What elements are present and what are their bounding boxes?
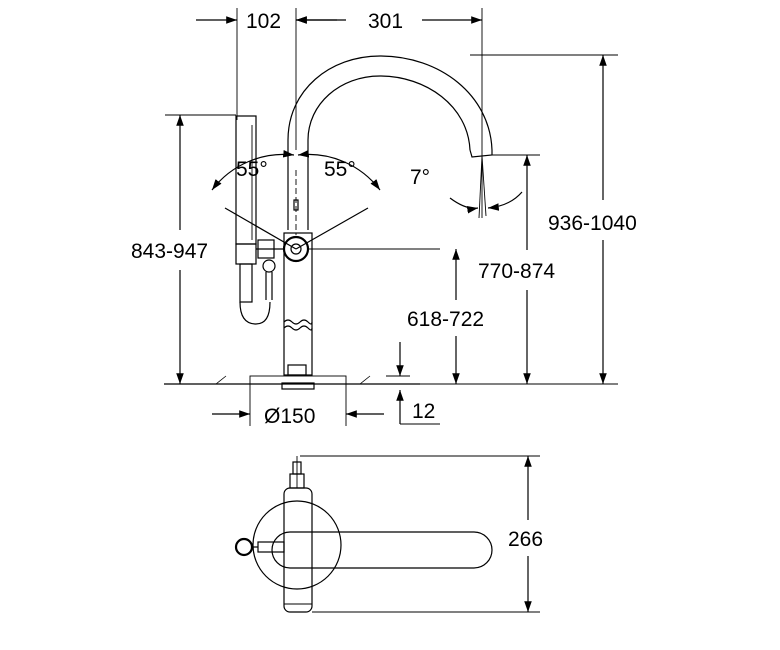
angle-indicators: 55° 55°: [211, 150, 381, 191]
spout: [287, 54, 618, 158]
dimension-936-1040: 936-1040: [420, 55, 637, 385]
dimension-618-722: 618-722: [407, 249, 484, 384]
spout-angle-label: 7°: [410, 166, 430, 189]
dimension-770-874: 770-874: [478, 154, 555, 384]
angle-right-label: 55°: [324, 158, 356, 181]
dimension-266: 266: [300, 455, 543, 613]
height-spout-label: 770-874: [478, 260, 555, 283]
dimension-102: 102: [196, 8, 337, 150]
dimension-diameter: Ø150: [212, 384, 384, 428]
dimension-301: 301: [296, 8, 483, 218]
width-handshower-label: 102: [246, 10, 281, 33]
top-view: [234, 456, 493, 613]
height-handshower-label: 843-947: [131, 240, 208, 263]
faucet-body: [283, 150, 313, 376]
height-total-label: 936-1040: [548, 212, 637, 235]
spout-angle: 7°: [410, 155, 523, 219]
height-lever-label: 618-722: [407, 308, 484, 331]
floor-base: [164, 375, 420, 390]
hand-shower: [235, 115, 284, 325]
lever-handle[interactable]: [224, 207, 440, 263]
base-thickness-label: 12: [412, 400, 435, 423]
front-view: 102 301: [131, 8, 637, 428]
dimension-12: 12: [386, 342, 440, 425]
width-spout-label: 301: [368, 10, 403, 33]
depth-label: 266: [508, 528, 543, 551]
dimension-843-947: 843-947: [131, 114, 236, 384]
base-diameter-label: Ø150: [264, 405, 315, 428]
